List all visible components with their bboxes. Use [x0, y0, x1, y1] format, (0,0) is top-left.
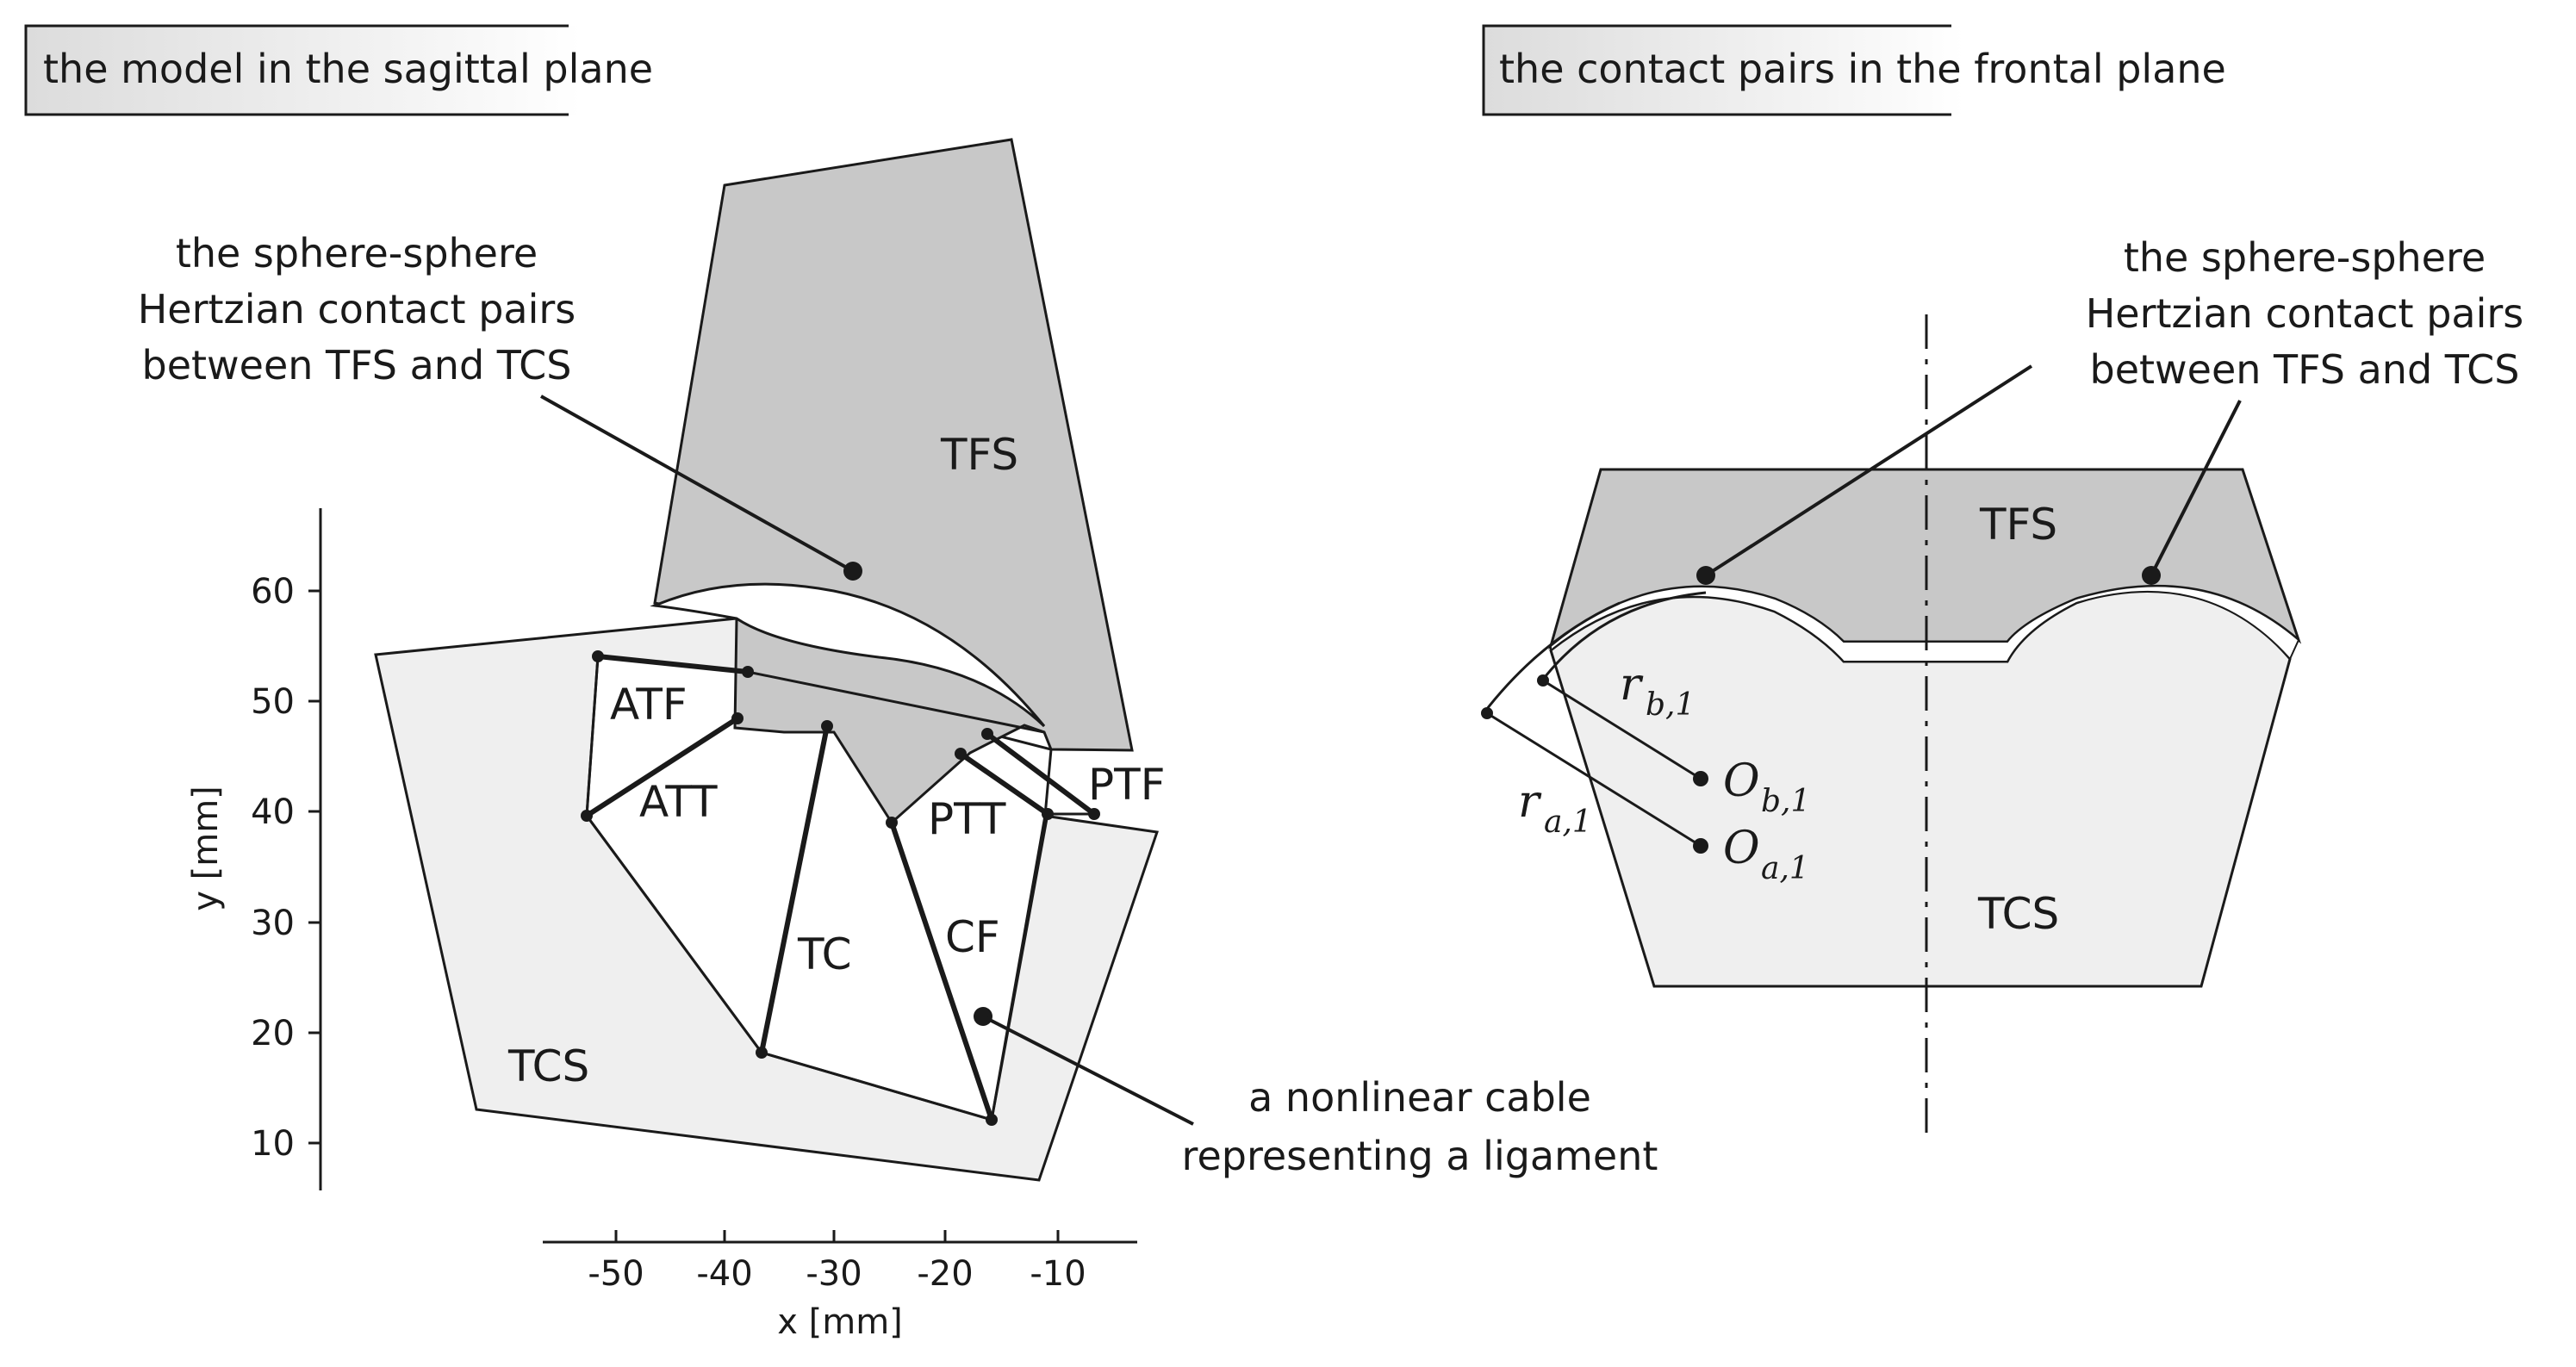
contact-note-left-line1: the sphere-sphere [176, 230, 538, 277]
ligament-tc-line [759, 725, 830, 1053]
ligament-label-tc: TC [797, 929, 852, 979]
ligament-label-att: ATT [639, 777, 718, 827]
y-tick-50: 50 [251, 682, 295, 722]
arc-rb-right [1540, 591, 1707, 681]
ligament-atf-line [597, 654, 749, 674]
sphere-cap-left [650, 582, 1046, 728]
contact-note-left: the sphere-sphere Hertzian contact pairs… [138, 230, 862, 581]
ligament-ptt-line [959, 751, 1049, 817]
ligament-cf-line [889, 822, 994, 1121]
label-ob1: O b,1 [1723, 755, 1810, 819]
contact-note-left-line2: Hertzian contact pairs [138, 286, 576, 332]
contact-note-right-line2: Hertzian contact pairs [2086, 290, 2524, 337]
contact-note-right: the sphere-sphere Hertzian contact pairs… [1696, 234, 2523, 585]
ra1-sub: a,1 [1544, 805, 1592, 840]
x-tick-m40: -40 [696, 1254, 752, 1294]
radius-lines [1486, 679, 1702, 848]
ligament-ptf-line [986, 731, 1096, 817]
x-tick-m50: -50 [588, 1254, 644, 1294]
ra1-main: r [1518, 776, 1542, 828]
y-tick-60: 60 [251, 572, 295, 612]
y-tick-30: 30 [251, 904, 295, 943]
oa1-sub: a,1 [1761, 851, 1809, 886]
contact-note-left-line3: between TFS and TCS [142, 342, 572, 388]
cable-note-line2: representing a ligament [1182, 1133, 1658, 1179]
radius-points [1481, 674, 1708, 854]
y-axis-label: y [mm] [186, 786, 226, 911]
socket-edges [585, 656, 1094, 1122]
x-axis [543, 1230, 1137, 1244]
y-tick-20: 20 [251, 1014, 295, 1053]
ligament-endpoints [581, 650, 1100, 1126]
tfs-label-left: TFS [940, 430, 1018, 480]
radius-line-b [1542, 679, 1702, 780]
ob1-sub: b,1 [1761, 784, 1810, 819]
x-tick-m30: -30 [806, 1254, 862, 1294]
y-tick-labels: 60 50 40 30 20 10 [251, 572, 295, 1164]
tfs-body-left [653, 138, 1134, 825]
cable-note: a nonlinear cable representing a ligamen… [974, 1007, 1658, 1179]
oa1-main: O [1723, 823, 1760, 874]
rb1-sub: b,1 [1646, 687, 1695, 723]
radius-line-a [1486, 711, 1702, 848]
x-axis-label: x [mm] [777, 1302, 903, 1342]
x-tick-labels: -50 -40 -30 -20 -10 [588, 1254, 1086, 1294]
ligament-label-cf: CF [945, 912, 1000, 962]
label-oa1: O a,1 [1723, 823, 1809, 886]
ligament-att-line [585, 716, 739, 818]
right-panel-title: the contact pairs in the frontal plane [1499, 46, 2226, 92]
tcs-label-right: TCS [1977, 889, 2059, 939]
ligament-lines [585, 654, 1096, 1121]
rb1-main: r [1620, 659, 1644, 711]
y-tick-10: 10 [251, 1124, 295, 1164]
x-tick-m10: -10 [1030, 1254, 1086, 1294]
y-axis [308, 508, 322, 1190]
x-tick-m20: -20 [917, 1254, 973, 1294]
left-panel-title: the model in the sagittal plane [43, 46, 653, 92]
left-panel-title-box: the model in the sagittal plane [24, 24, 653, 116]
tfs-label-right: TFS [1979, 500, 2057, 550]
right-panel-title-box: the contact pairs in the frontal plane [1482, 24, 2226, 116]
label-rb1: r b,1 [1620, 659, 1695, 723]
label-ra1: r a,1 [1518, 776, 1592, 840]
arc-ra-right [1482, 601, 1621, 714]
ligament-label-ptf: PTF [1088, 760, 1165, 810]
y-tick-40: 40 [251, 792, 295, 832]
cable-note-line1: a nonlinear cable [1248, 1074, 1591, 1121]
ligament-label-atf: ATF [610, 680, 688, 730]
contact-gap-right [1550, 585, 2300, 662]
tcs-label-left: TCS [507, 1041, 589, 1091]
ligament-label-ptt: PTT [928, 794, 1006, 844]
ob1-main: O [1723, 755, 1760, 807]
contact-note-right-line3: between TFS and TCS [2090, 346, 2520, 393]
contact-note-right-line1: the sphere-sphere [2124, 234, 2486, 281]
